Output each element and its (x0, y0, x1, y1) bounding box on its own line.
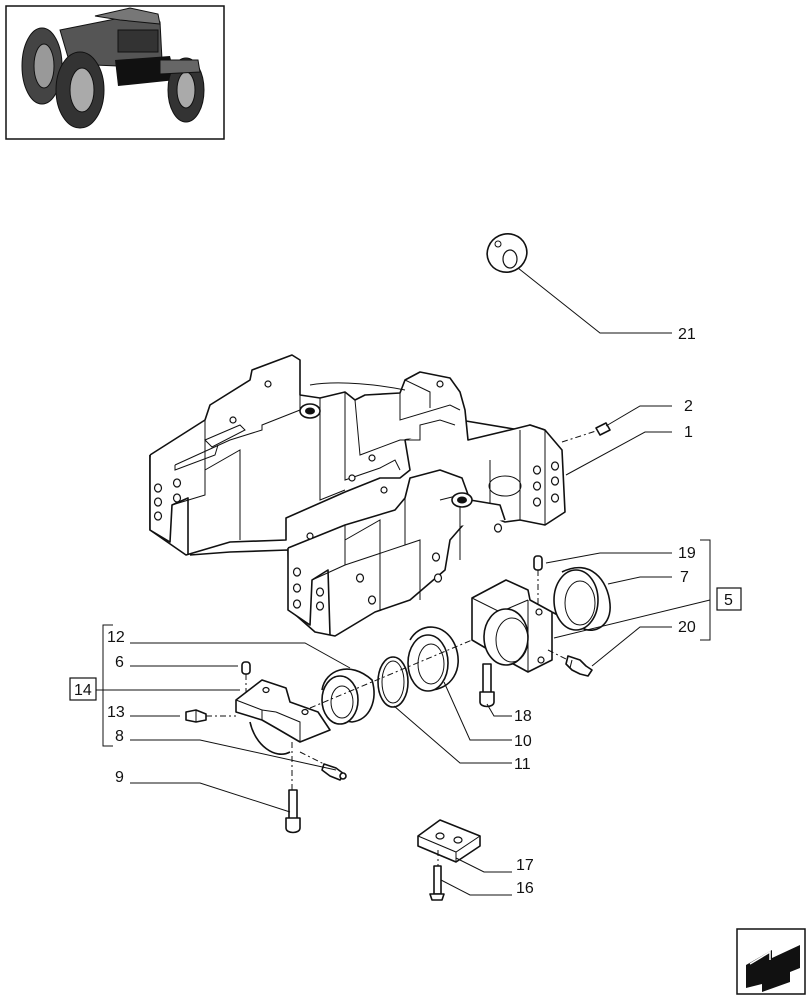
callout-7: 7 (680, 569, 689, 586)
callout-5: 5 (724, 592, 733, 609)
part-17-plate[interactable] (417, 819, 481, 863)
part-9-bolt[interactable] (285, 789, 301, 834)
callout-6: 6 (115, 654, 124, 671)
callout-8: 8 (115, 728, 124, 745)
callout-20: 20 (678, 619, 696, 636)
callout-box-14 (69, 677, 97, 701)
part-12-bushing[interactable] (321, 668, 375, 725)
part-1-axle-support-housing[interactable] (149, 354, 566, 637)
part-21-washer[interactable] (481, 227, 533, 278)
part-7-bushing[interactable] (551, 566, 611, 631)
part-10-bearing-ring[interactable] (407, 626, 459, 692)
callout-2: 2 (684, 398, 693, 415)
callout-9: 9 (115, 769, 124, 786)
part-5-bearing-housing[interactable] (471, 579, 553, 673)
callout-21: 21 (678, 326, 696, 343)
part-8-grease-nipple[interactable] (321, 763, 347, 781)
callout-16: 16 (516, 880, 534, 897)
part-18-bolt[interactable] (479, 663, 495, 708)
callout-12: 12 (107, 629, 125, 646)
callout-10: 10 (514, 733, 532, 750)
part-13-screw[interactable] (185, 709, 207, 723)
part-20-screw[interactable] (565, 655, 593, 677)
next-page-arrow-icon[interactable] (736, 928, 806, 995)
part-16-bolt[interactable] (429, 865, 445, 901)
part-19-dowel[interactable] (533, 555, 543, 571)
part-11-o-ring[interactable] (377, 656, 409, 708)
callout-18: 18 (514, 708, 532, 725)
callout-1: 1 (684, 424, 693, 441)
part-6-pin[interactable] (241, 661, 251, 675)
callout-box-5 (716, 587, 742, 611)
callout-19: 19 (678, 545, 696, 562)
callout-11: 11 (514, 756, 531, 773)
callout-13: 13 (107, 704, 125, 721)
part-14-pivot-block[interactable] (235, 679, 331, 755)
tractor-thumbnail[interactable] (5, 5, 225, 140)
callout-14: 14 (74, 682, 92, 699)
callout-17: 17 (516, 857, 534, 874)
